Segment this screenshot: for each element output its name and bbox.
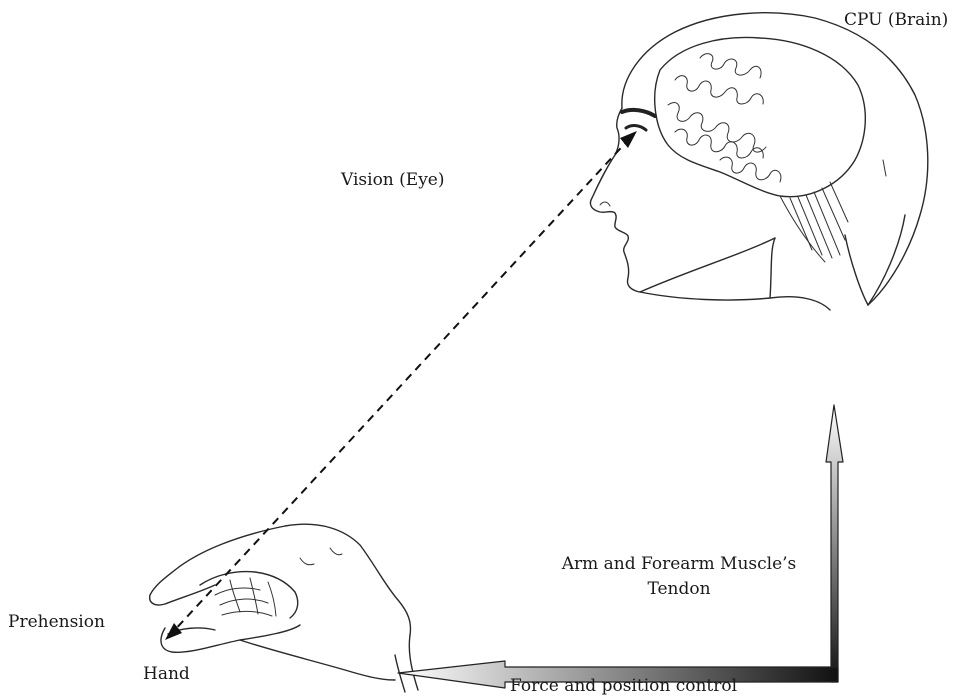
cpu-brain-label: CPU (Brain) [844, 10, 948, 30]
force-control-label: Force and position control [510, 676, 737, 696]
vision-eye-label: Vision (Eye) [341, 170, 445, 190]
signal-up-arrow [826, 405, 843, 682]
prehension-label: Prehension [8, 612, 105, 632]
tendon-label-line2: Tendon [538, 579, 820, 599]
hand-label: Hand [143, 664, 190, 684]
head-icon [590, 13, 927, 310]
tendon-label-line1: Arm and Forearm Muscle’s [538, 554, 820, 574]
